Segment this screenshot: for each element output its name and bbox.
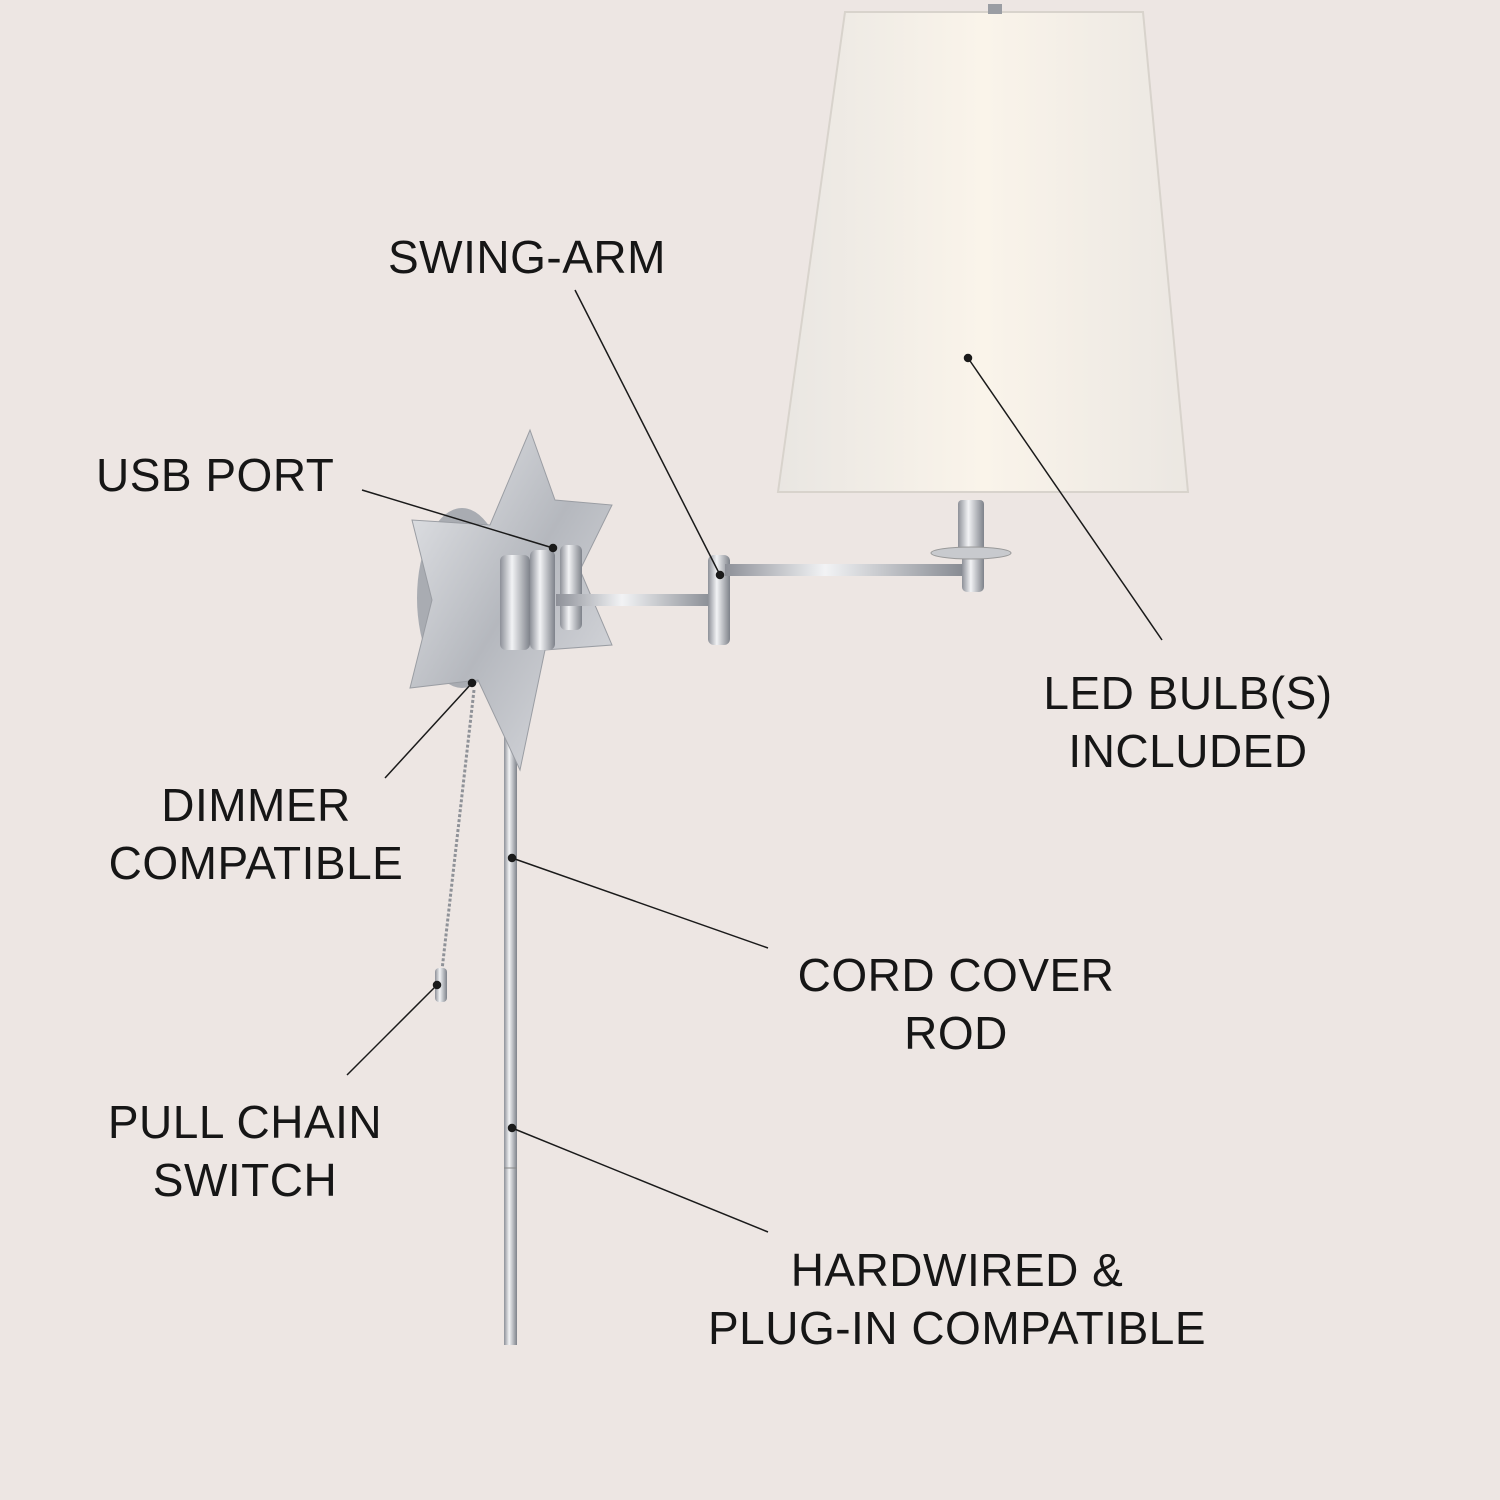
label-swing-arm: SWING-ARM [388, 228, 666, 286]
lamp-shade [776, 11, 1190, 493]
label-text: PLUG-IN COMPATIBLE [707, 1302, 1207, 1354]
label-dimmer: DIMMER COMPATIBLE [92, 776, 420, 892]
label-text: ROD [904, 1007, 1008, 1059]
label-hardwired: HARDWIRED & PLUG-IN COMPATIBLE [684, 1241, 1230, 1357]
label-text: SWING-ARM [388, 231, 666, 283]
label-text: HARDWIRED & [790, 1244, 1124, 1296]
label-text: DIMMER [161, 779, 351, 831]
pull-chain [440, 689, 476, 971]
label-led-bulbs: LED BULB(S) INCLUDED [1030, 664, 1346, 780]
label-text: SWITCH [152, 1154, 338, 1206]
swing-arm-inner [556, 594, 721, 606]
swing-arm-outer [725, 564, 975, 576]
label-text: COMPATIBLE [108, 837, 404, 889]
label-cord-cover: CORD COVER ROD [782, 946, 1130, 1062]
label-text: CORD COVER [797, 949, 1115, 1001]
label-pull-chain: PULL CHAIN SWITCH [94, 1093, 396, 1209]
label-usb-port: USB PORT [96, 446, 334, 504]
label-text: LED BULB(S) [1043, 667, 1333, 719]
cord-cover-rod [504, 690, 517, 1345]
label-text: INCLUDED [1068, 725, 1308, 777]
label-text: PULL CHAIN [107, 1096, 383, 1148]
label-text: USB PORT [96, 449, 335, 501]
